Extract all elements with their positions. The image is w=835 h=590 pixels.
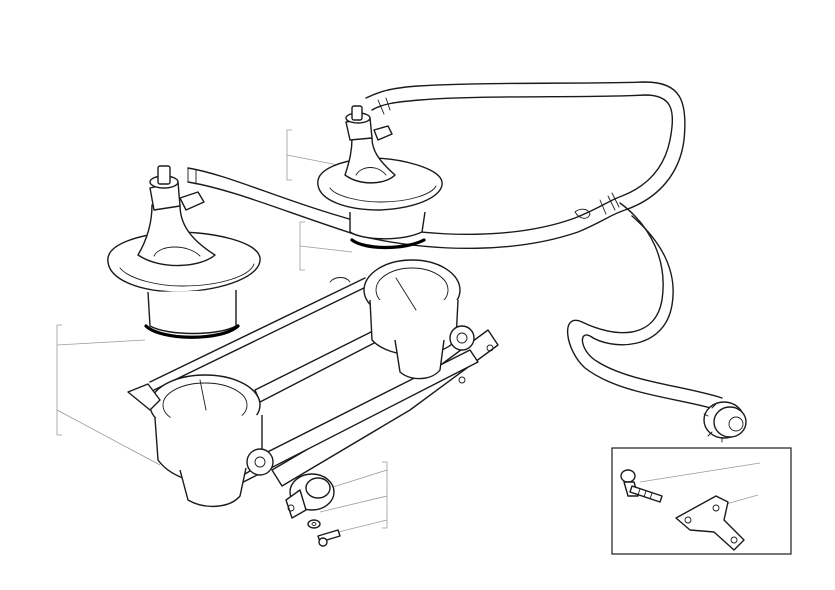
position-sensor xyxy=(285,473,335,519)
screw-and-washer xyxy=(307,519,341,547)
inset-detail-panel xyxy=(611,447,792,555)
rear-throttle-body xyxy=(363,259,475,380)
callout-leader-lines xyxy=(56,129,388,535)
hose-end-fitting xyxy=(703,401,747,443)
front-diaphragm-housing xyxy=(107,165,261,339)
mounting-bracket xyxy=(675,495,745,551)
stud-bolt xyxy=(620,469,663,503)
front-throttle-body xyxy=(127,374,274,507)
linkage-bracket xyxy=(149,277,499,502)
rear-diaphragm-housing xyxy=(317,105,443,250)
